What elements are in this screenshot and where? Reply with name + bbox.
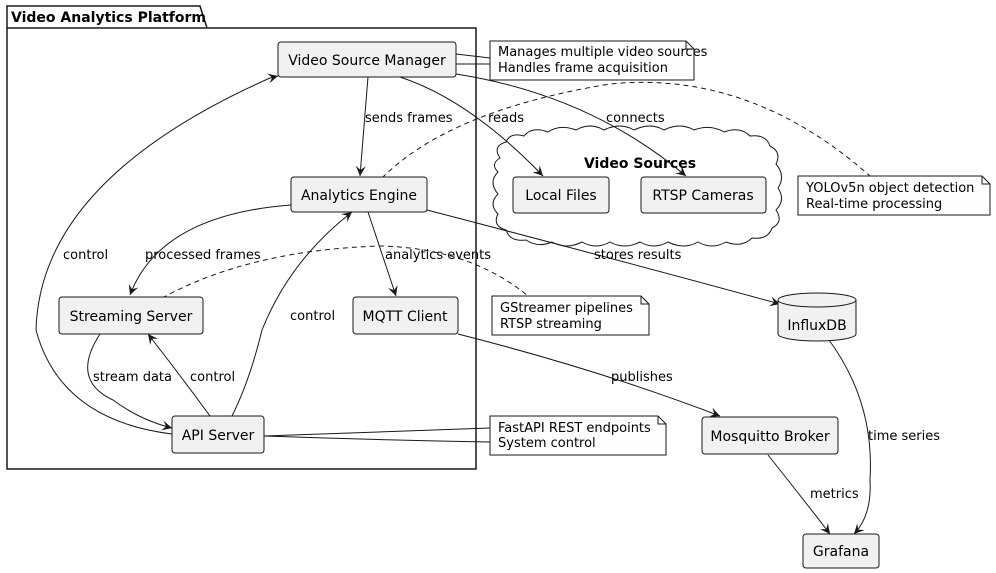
note-line: System control	[498, 436, 596, 451]
edge-label-processed-frames: processed frames	[145, 248, 261, 263]
edge-influxdb-to-grafana	[825, 335, 871, 535]
grafana-label: Grafana	[813, 544, 869, 560]
note-line: Manages multiple video sources	[498, 45, 708, 60]
edge-label-time-series: time series	[868, 429, 940, 444]
note-analytics: YOLOv5n object detection Real-time proce…	[797, 175, 991, 216]
component-streaming-server: Streaming Server	[58, 296, 204, 335]
edge-label-sends-frames: sends frames	[365, 111, 453, 126]
analytics-engine-label: Analytics Engine	[301, 188, 417, 204]
note-links	[263, 53, 491, 443]
package-video-analytics-platform: Video Analytics Platform	[6, 5, 477, 470]
component-local-files: Local Files	[512, 176, 610, 214]
edge-analytics-to-influxdb	[426, 209, 781, 307]
edge-vsm-to-analytics	[355, 76, 369, 177]
rtsp-cameras-label: RTSP Cameras	[652, 188, 753, 204]
component-api-server: API Server	[171, 415, 265, 454]
component-rtsp-cameras: RTSP Cameras	[640, 176, 767, 214]
streaming-server-label: Streaming Server	[70, 309, 193, 325]
edge-label-reads: reads	[488, 111, 524, 126]
video-source-manager-label: Video Source Manager	[288, 53, 446, 69]
note-line: RTSP streaming	[500, 317, 602, 332]
note-line: YOLOv5n object detection	[805, 181, 974, 196]
edge-api-to-streaming	[147, 333, 211, 417]
edge-label-control: control	[190, 370, 235, 385]
note-line: FastAPI REST endpoints	[498, 421, 651, 436]
edge-api-to-analytics	[231, 211, 353, 417]
edge-label-connects: connects	[606, 111, 665, 126]
component-analytics-engine: Analytics Engine	[290, 176, 428, 213]
edge-label-stream-data: stream data	[93, 370, 172, 385]
edge-mosquitto-to-grafana	[767, 454, 831, 535]
local-files-label: Local Files	[525, 188, 596, 204]
component-mosquitto-broker: Mosquitto Broker	[701, 416, 839, 455]
cloud-video-sources: Video Sources	[492, 125, 782, 247]
edge-api-to-vsm	[35, 73, 279, 435]
package-title: Video Analytics Platform	[11, 10, 206, 26]
note-source-manager: Manages multiple video sources Handles f…	[489, 40, 708, 81]
edge-label-control: control	[63, 248, 108, 263]
note-fastapi: FastAPI REST endpoints System control	[489, 415, 667, 456]
mqtt-client-label: MQTT Client	[363, 309, 448, 325]
note-line: Real-time processing	[806, 197, 942, 212]
edge-mqtt-to-mosquitto	[457, 333, 721, 418]
cloud-title: Video Sources	[584, 156, 696, 172]
edge-label-control: control	[290, 309, 335, 324]
component-grafana: Grafana	[802, 533, 880, 569]
note-line: Handles frame acquisition	[498, 61, 668, 76]
note-gstreamer: GStreamer pipelines RTSP streaming	[491, 295, 650, 336]
component-video-source-manager: Video Source Manager	[277, 41, 457, 78]
edge-streaming-to-api	[87, 333, 173, 431]
edge-label-publishes: publishes	[611, 370, 673, 385]
edge-analytics-to-streaming	[128, 204, 292, 296]
influxdb-label: InfluxDB	[787, 318, 846, 334]
edge-label-metrics: metrics	[810, 487, 859, 502]
edge-label-analytics-events: analytics events	[385, 248, 491, 263]
edge-vsm-to-local-files	[399, 76, 544, 177]
mosquitto-broker-label: Mosquitto Broker	[710, 429, 829, 445]
api-server-label: API Server	[182, 428, 255, 444]
note-line: GStreamer pipelines	[500, 301, 633, 316]
edge-labels: sends frames reads connects processed fr…	[63, 111, 940, 502]
edge-analytics-to-mqtt	[367, 211, 398, 297]
database-influxdb: InfluxDB	[777, 292, 857, 342]
edge-label-stores-results: stores results	[594, 248, 682, 263]
component-mqtt-client: MQTT Client	[352, 296, 459, 335]
note-connectors	[161, 81, 871, 299]
